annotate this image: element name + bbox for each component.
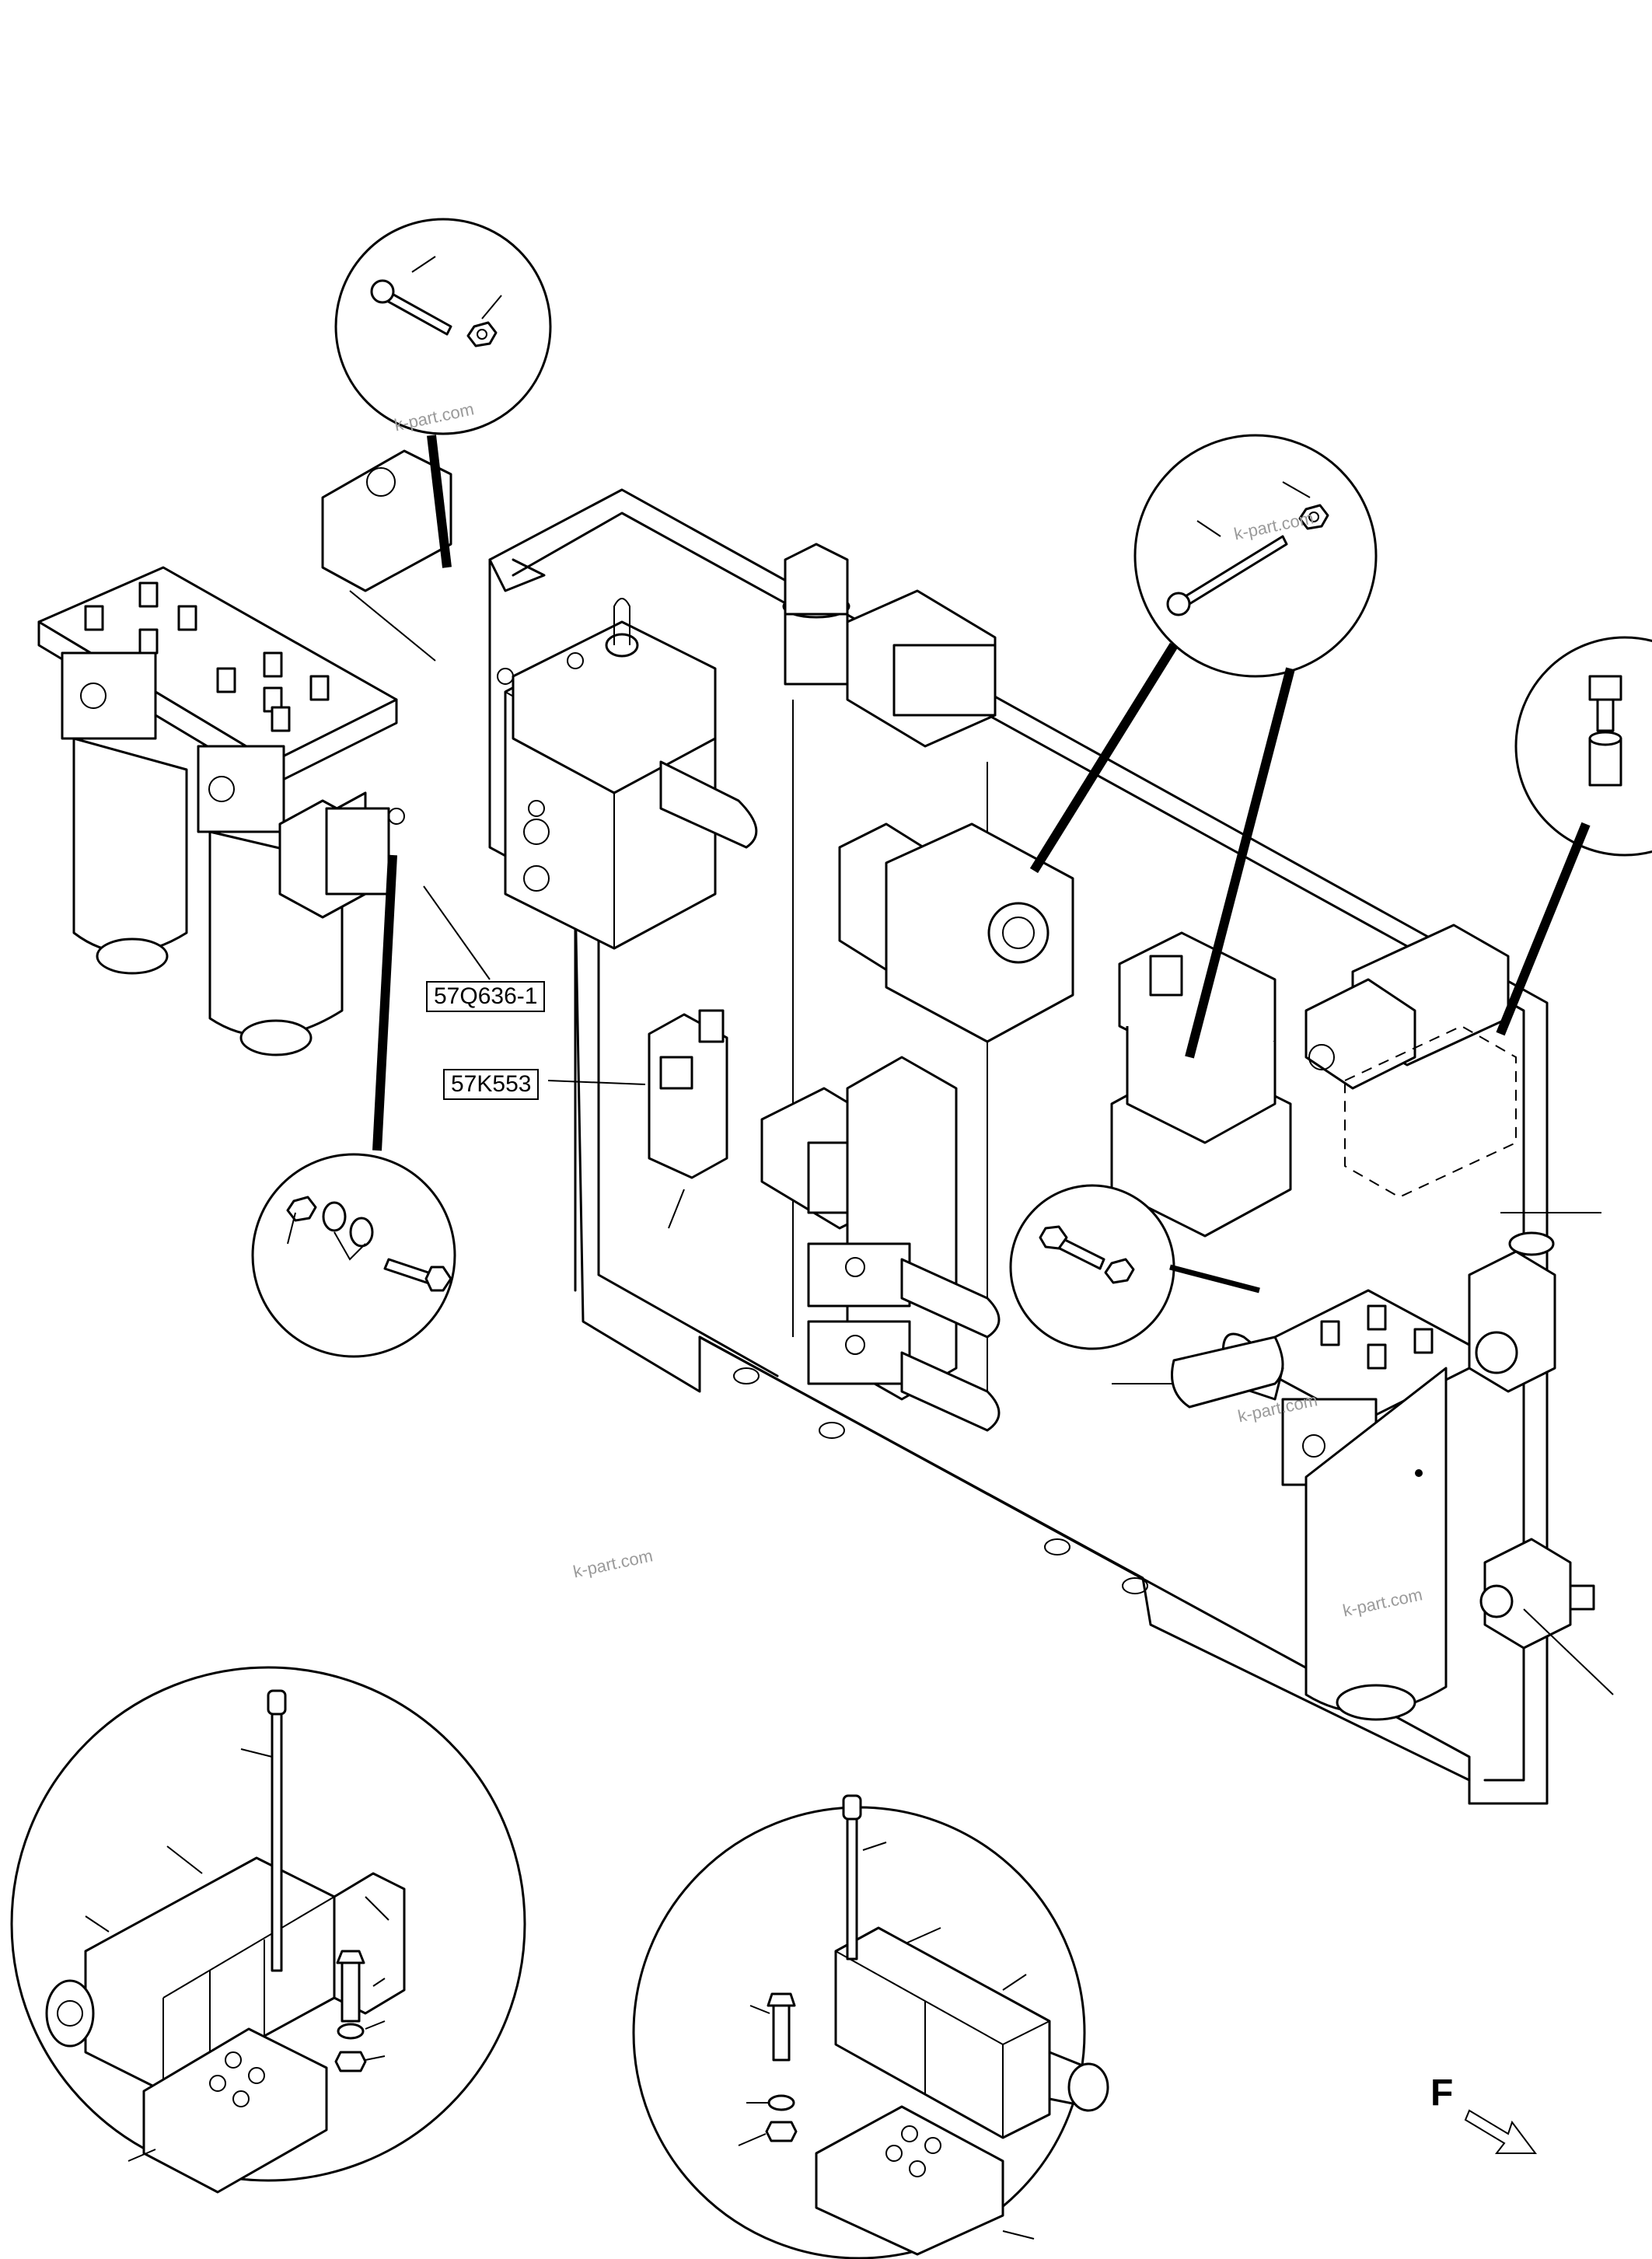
detail-circle-bolt-sleeve [1514,636,1652,857]
solenoid-valve-right [1304,924,1510,1090]
nut-center [1104,1258,1135,1284]
front-direction-arrow [1464,2109,1537,2154]
fitting-right-lower [1479,1538,1595,1650]
leader-detail-top [427,435,452,568]
leader-detail-right-a [1029,642,1179,874]
detail-circle-bolt-nut-center [1009,1184,1175,1350]
relief-valve-right [838,822,1074,1043]
bolt-center [1039,1225,1105,1270]
twin-filter-assembly [37,566,398,1056]
washer-b [349,1217,374,1248]
cartridge-valve [648,1009,728,1179]
nut-right [1298,504,1329,530]
stacked-valve-group [760,1056,1001,1432]
bolt-left [383,1258,452,1292]
sleeve [1588,731,1622,787]
bolt-top [370,279,452,336]
solenoid-valve-left [278,449,452,919]
pressure-reducing-valve [1110,931,1292,1238]
fitting-right-upper [1468,1231,1556,1393]
pressure-switch-top [782,543,997,748]
callout-57q636-1: 57Q636-1 [426,981,546,1012]
leader-detail-far-right [1496,822,1591,1036]
short-bolt [1588,675,1622,732]
single-filter-right [1171,1289,1471,1721]
leader-detail-left [372,854,397,1151]
front-direction-label: F [1430,2072,1454,2114]
solenoid-valve-detail-left [45,1689,406,2194]
callout-57k553: 57K553 [443,1069,540,1100]
leader-detail-center [1169,1264,1260,1294]
central-manifold [497,598,758,950]
dashed-manifold [1344,1025,1517,1199]
nut-top [466,321,498,347]
washer-a [322,1201,347,1232]
long-bolt [1166,535,1288,616]
leader-detail-right-b [1185,667,1295,1059]
solenoid-valve-detail-right [765,1794,1109,2256]
